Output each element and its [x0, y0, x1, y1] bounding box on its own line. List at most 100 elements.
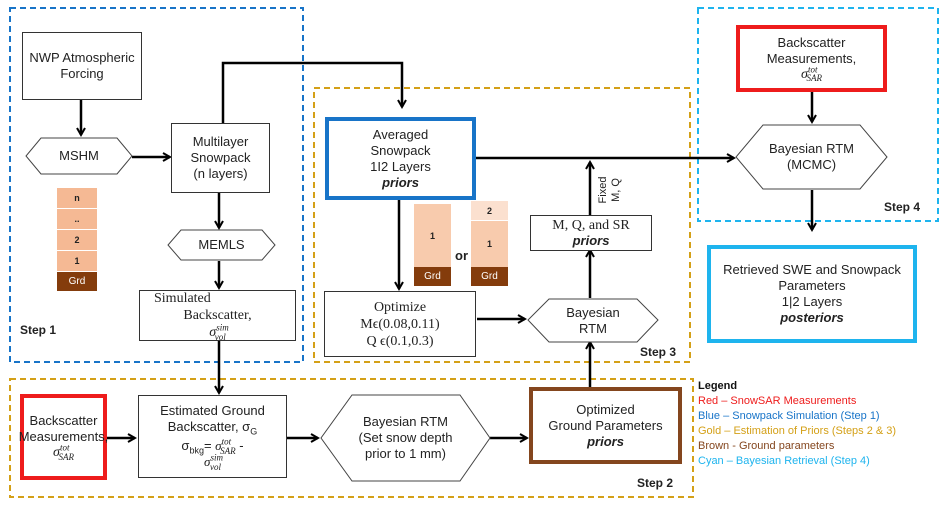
fixed-line2: M, Q: [610, 178, 622, 202]
mcmc-line1: Bayesian RTM: [768, 141, 854, 156]
step2-region: [9, 378, 694, 498]
sigma-sub: SAR: [58, 451, 74, 462]
backscatter-measurements-step4-box: Backscatter Measurements, σtotSAR: [736, 25, 887, 92]
sigma-base: σ: [801, 66, 808, 82]
option-b-layer-2: 2: [471, 201, 508, 221]
bayesian-rtm-step3-line2: RTM: [579, 320, 607, 336]
retrieved-swe-box: Retrieved SWE and Snowpack Parameters 1|…: [707, 245, 917, 343]
mqsr-priors: priors: [572, 233, 610, 248]
bkg-equation: σbkg= σtotSAR - σsimvol: [171, 437, 254, 472]
option-a-layer-1: 1: [414, 204, 451, 267]
step3-region: [313, 87, 691, 363]
bayesian-rtm-step3-line1: Bayesian: [566, 304, 620, 320]
legend-item-blue: Blue – Snowpack Simulation (Step 1): [698, 410, 880, 422]
bayesian-rtm-mcmc-hexagon: Bayesian RTM (MCMC): [735, 124, 888, 190]
eq-minus: -: [235, 438, 244, 453]
estimated-line2: Backscatter, σG: [167, 419, 258, 437]
step1-label: Step 1: [20, 323, 57, 337]
sigma-base: σ: [209, 325, 217, 340]
simulated-label: Backscatter,: [183, 308, 252, 323]
optimized-line1: Optimized: [576, 401, 635, 417]
legend: Legend Red – SnowSAR Measurements Blue –…: [698, 379, 896, 469]
sigma-sub: SAR: [806, 73, 822, 84]
averaged-line2: Snowpack: [370, 142, 431, 158]
eq-bkg-sub: bkg: [189, 445, 204, 456]
multilayer-line1: Multilayer: [192, 134, 249, 149]
layer-2: 2: [57, 230, 97, 251]
multilayer-snowpack-box: Multilayer Snowpack (n layers): [171, 123, 270, 193]
nwp-line1: NWP Atmospheric: [29, 50, 135, 65]
simulated-line2: Backscatter, σsimvol: [173, 307, 261, 341]
averaged-line1: Averaged: [372, 126, 429, 142]
optimized-priors: priors: [587, 433, 624, 449]
eq-sigma-vol: σ: [204, 454, 211, 469]
layer-dots: ..: [57, 209, 97, 230]
eq-vol-sub: vol: [209, 461, 221, 472]
sigma-sup: tot: [807, 63, 818, 74]
memls-hexagon: MEMLS: [167, 229, 276, 261]
estimated-label: Backscatter, σ: [167, 419, 251, 434]
legend-item-brown: Brown - Ground parameters: [698, 440, 835, 452]
multilayer-line2: Snowpack: [190, 150, 251, 165]
eq-equals: =: [203, 438, 216, 453]
bayesian2-line2: (Set snow depth: [358, 430, 453, 445]
legend-item-red: Red – SnowSAR Measurements: [698, 395, 857, 407]
legend-title: Legend: [698, 380, 738, 392]
step1-region: [9, 7, 304, 363]
step2-label: Step 2: [637, 476, 674, 490]
backscatter2-line2: Measurements,: [18, 429, 109, 444]
optimize-m-range: Mϵ(0.08,0.11): [360, 316, 440, 332]
step4-label: Step 4: [884, 200, 921, 214]
sigma-g-sub: G: [250, 426, 258, 437]
optimized-line2: Ground Parameters: [548, 417, 663, 433]
optimize-line1: Optimize: [373, 299, 427, 315]
averaged-line3: 1I2 Layers: [370, 158, 431, 174]
optimize-q-range: Q ϵ(0.1,0.3): [366, 333, 434, 349]
sigma-sup: sim: [216, 322, 229, 333]
mshm-label: MSHM: [59, 148, 99, 163]
legend-item-gold: Gold – Estimation of Priors (Steps 2 & 3…: [698, 425, 897, 437]
sigma-sar-tot-symbol: σtotSAR: [801, 63, 822, 84]
option-a-ground: Grd: [414, 267, 451, 287]
option-b-layer-1: 1: [471, 221, 508, 267]
option-b-ground: Grd: [471, 267, 508, 287]
backscatter-measurements-step2-box: Backscatter Measurements, σtotSAR: [18, 394, 109, 480]
layer-1: 1: [57, 251, 97, 272]
retrieved-posteriors: posteriors: [780, 310, 844, 325]
simulated-backscatter-box: Simulated Backscatter, σsimvol: [139, 290, 296, 341]
retrieved-line1: Retrieved SWE and Snowpack: [723, 262, 901, 277]
retrieved-line3: 1|2 Layers: [781, 294, 843, 309]
optimized-ground-parameters-box: Optimized Ground Parameters priors: [529, 387, 682, 464]
eq-sigma: σ: [181, 438, 190, 453]
fixed-line1: Fixed: [597, 176, 609, 204]
layer-ground: Grd: [57, 272, 97, 292]
nwp-line2: Forcing: [60, 66, 104, 81]
bayesian2-line3: prior to 1 mm): [365, 446, 446, 461]
fixed-mq-label: Fixed M, Q: [597, 170, 637, 210]
sigma-vol-sim-symbol: σsimvol: [209, 323, 228, 342]
estimated-line1: Estimated Ground: [160, 403, 265, 418]
step3-label: Step 3: [640, 345, 677, 359]
optimize-box: Optimize Mϵ(0.08,0.11) Q ϵ(0.1,0.3): [324, 291, 476, 357]
mqsr-priors-box: M, Q, and SR priors: [530, 215, 652, 251]
eq-sigma-sar: σ: [215, 438, 222, 453]
bayesian-rtm-step3-hexagon: Bayesian RTM: [527, 298, 659, 343]
sigma-sub: vol: [214, 331, 226, 342]
legend-item-cyan: Cyan – Bayesian Retrieval (Step 4): [698, 455, 870, 467]
layer-n: n: [57, 188, 97, 209]
backscatter4-line1: Backscatter: [777, 34, 846, 50]
arrow-multilayer-to-averaged: [221, 61, 402, 124]
memls-label: MEMLS: [198, 237, 245, 252]
eq-vol-sup: sim: [210, 452, 223, 463]
bayesian2-line1: Bayesian RTM: [362, 414, 448, 429]
mcmc-line2: (MCMC): [786, 157, 837, 172]
multilayer-line3: (n layers): [193, 166, 248, 181]
backscatter4-line2: Measurements,: [766, 50, 857, 66]
sigma-sar-tot-symbol: σtotSAR: [53, 443, 74, 462]
step4-region: [697, 7, 939, 222]
bayesian-rtm-step2-hexagon: Bayesian RTM (Set snow depth prior to 1 …: [320, 394, 491, 482]
mqsr-label: M, Q, and SR: [552, 218, 630, 233]
nwp-forcing-box: NWP Atmospheric Forcing: [22, 32, 142, 100]
retrieved-line2: Parameters: [778, 278, 846, 293]
